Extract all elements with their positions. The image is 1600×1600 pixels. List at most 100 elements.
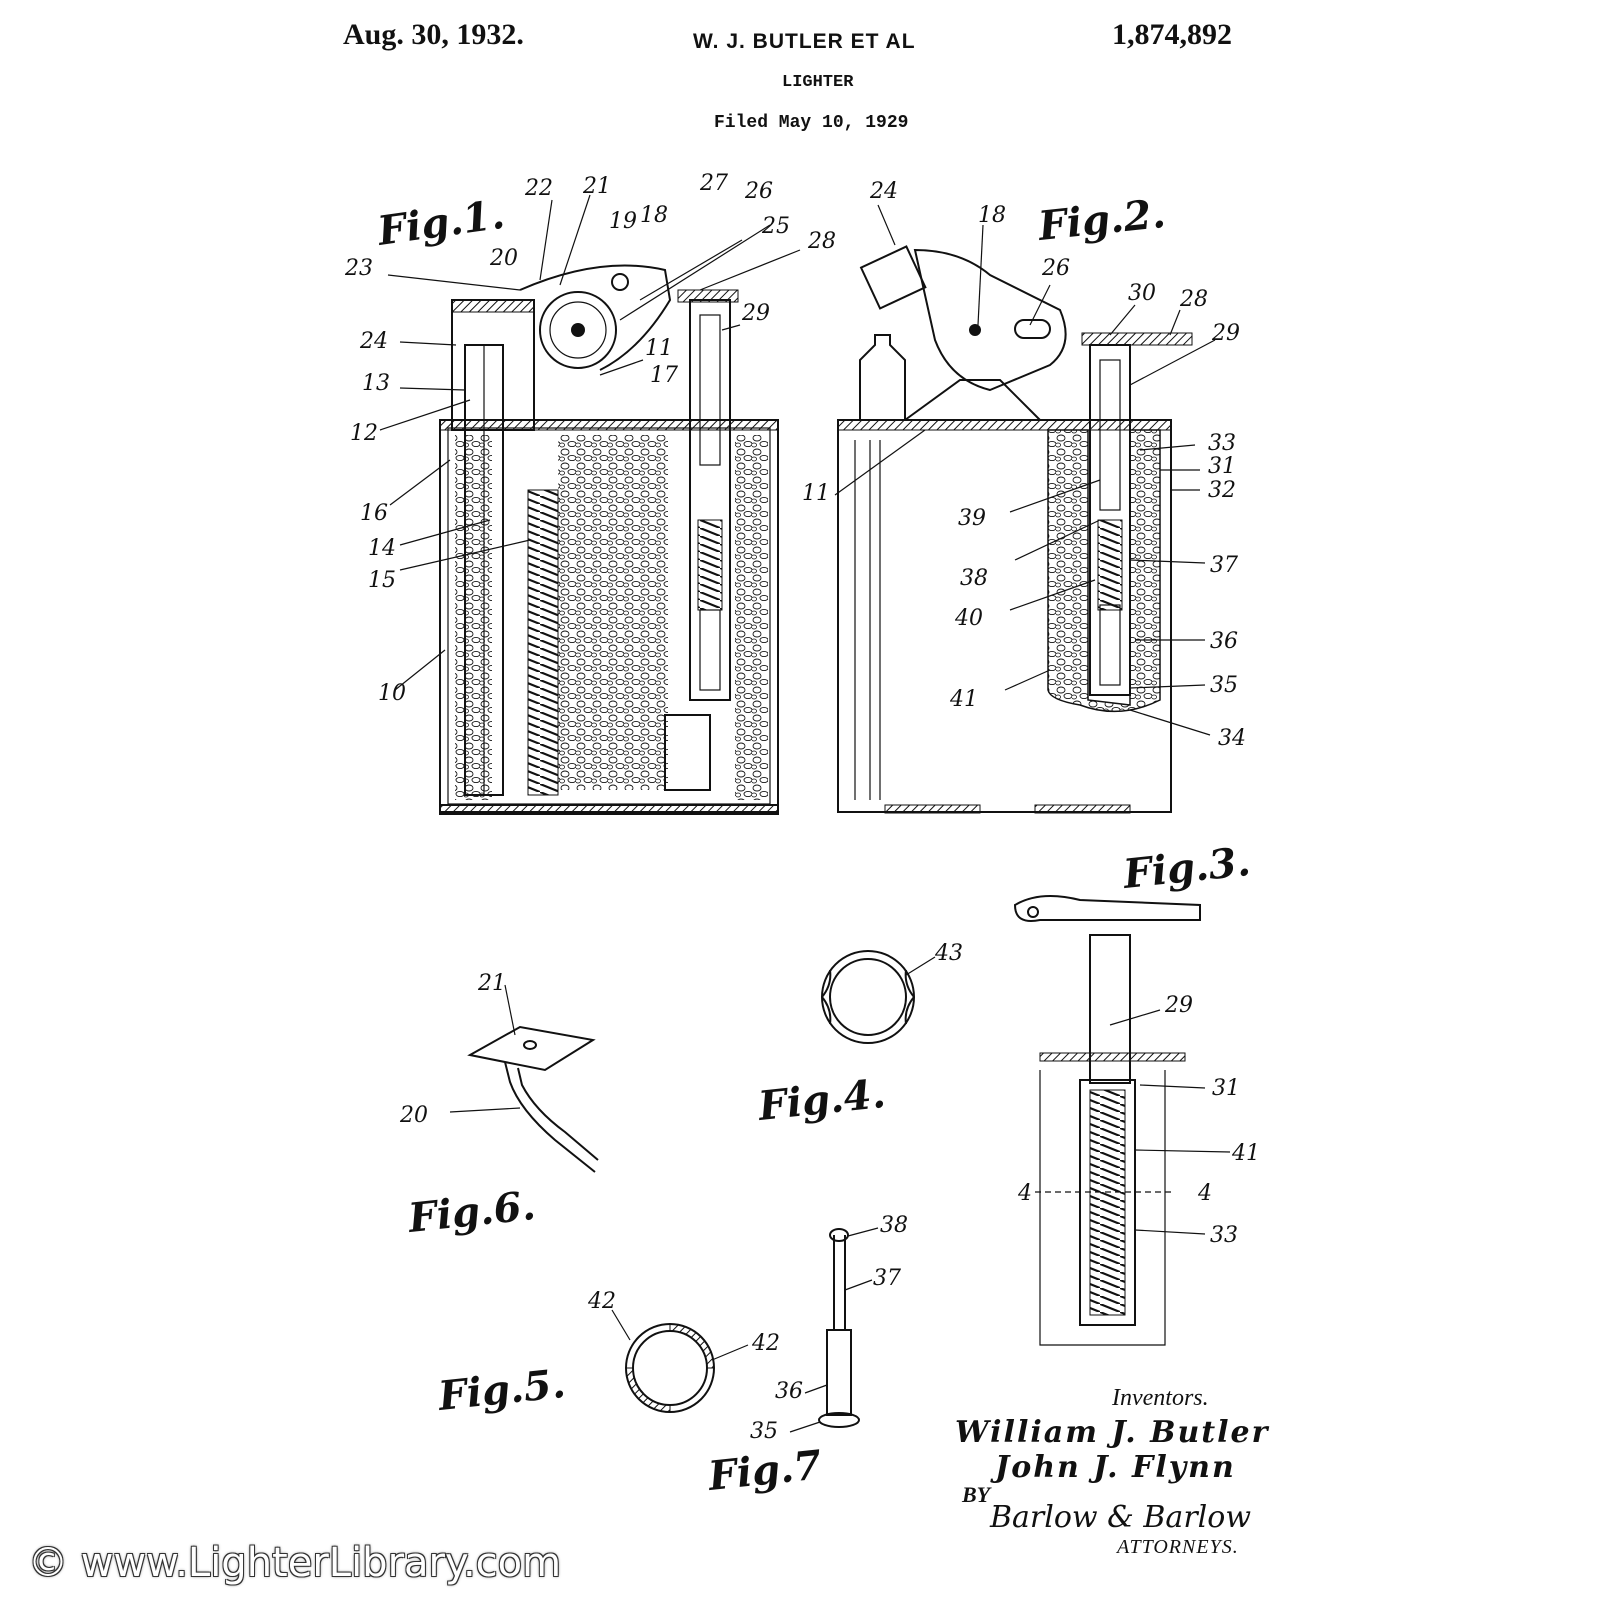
watermark: © www.LighterLibrary.com bbox=[28, 1540, 562, 1586]
svg-text:29: 29 bbox=[741, 301, 770, 326]
fig2-refs: 24 18 26 30 28 29 33 31 32 11 39 38 37 4… bbox=[802, 179, 1246, 751]
svg-text:37: 37 bbox=[873, 1266, 901, 1291]
fig4-clip-tabs bbox=[821, 969, 915, 1025]
svg-text:18: 18 bbox=[978, 203, 1006, 228]
svg-text:13: 13 bbox=[362, 371, 390, 396]
fig1-leaders bbox=[379, 194, 801, 691]
fig3-refs: 29 31 41 4 4 33 bbox=[1017, 993, 1260, 1248]
fig1-pump-cylinder bbox=[689, 299, 731, 701]
svg-text:12: 12 bbox=[350, 421, 378, 446]
fig4-leader bbox=[905, 956, 936, 976]
inventor-name-1: William J. Butler bbox=[955, 1415, 1270, 1450]
svg-text:24: 24 bbox=[359, 329, 388, 354]
fig6-hole bbox=[523, 1040, 537, 1050]
fig2-case bbox=[837, 419, 1172, 813]
fig5-ref-a: 42 bbox=[587, 1289, 616, 1314]
svg-text:15: 15 bbox=[368, 568, 396, 593]
svg-text:22: 22 bbox=[524, 176, 553, 201]
fig1-packing-center bbox=[558, 435, 668, 790]
fig2-pivot bbox=[969, 324, 981, 336]
fig3-handle bbox=[1013, 895, 1201, 922]
fig5-hatch-b bbox=[625, 1367, 671, 1413]
fig1-base bbox=[439, 804, 779, 815]
svg-text:33: 33 bbox=[1208, 431, 1236, 456]
fig3-handle-hole bbox=[1027, 906, 1039, 918]
fig6-spring-leg bbox=[504, 1061, 596, 1173]
patent-title: LIGHTER bbox=[782, 73, 854, 92]
fig3-label: Fig.3. bbox=[1120, 838, 1252, 898]
patent-date: Aug. 30, 1932. bbox=[343, 18, 524, 51]
fig2-packing-cutaway bbox=[1047, 429, 1161, 713]
fig2-leaders bbox=[834, 204, 1216, 736]
svg-text:25: 25 bbox=[761, 214, 790, 239]
fig1-flint-wheel bbox=[539, 291, 617, 369]
fig1-top-plate bbox=[439, 419, 779, 431]
svg-text:10: 10 bbox=[378, 681, 406, 706]
fig7-stem bbox=[826, 1329, 852, 1416]
svg-text:17: 17 bbox=[650, 363, 678, 388]
svg-text:39: 39 bbox=[958, 506, 986, 531]
fig3-plate bbox=[1039, 1052, 1186, 1062]
figure-1: Fig.1. bbox=[344, 171, 836, 815]
attorneys-label: ATTORNEYS. bbox=[1117, 1536, 1239, 1558]
fig2-shading bbox=[854, 440, 881, 800]
fig1-lever bbox=[519, 264, 672, 371]
svg-text:26: 26 bbox=[1041, 256, 1070, 281]
patent-number: 1,874,892 bbox=[1112, 18, 1232, 51]
figure-2: Fig.2. bbox=[802, 179, 1246, 814]
fig3-plunger-rod bbox=[1089, 934, 1131, 1084]
fig2-slot bbox=[1014, 319, 1051, 339]
svg-text:28: 28 bbox=[807, 229, 836, 254]
fig5-leader-a bbox=[611, 1309, 631, 1341]
fig5-label: Fig.5. bbox=[435, 1360, 567, 1420]
fig1-wheel-inner bbox=[549, 301, 607, 359]
fig4-outer-ring bbox=[821, 950, 915, 1044]
fig7-wire bbox=[833, 1235, 846, 1330]
svg-text:40: 40 bbox=[954, 606, 983, 631]
svg-text:29: 29 bbox=[1164, 993, 1193, 1018]
svg-text:16: 16 bbox=[360, 501, 388, 526]
svg-text:19: 19 bbox=[609, 209, 637, 234]
fig1-lever-pivot bbox=[611, 273, 629, 291]
fig6-leader-20 bbox=[449, 1107, 521, 1113]
svg-text:23: 23 bbox=[344, 256, 373, 281]
filed-date: Filed May 10, 1929 bbox=[714, 113, 909, 133]
svg-text:4: 4 bbox=[1017, 1181, 1032, 1206]
fig5-ref-b: 42 bbox=[751, 1331, 780, 1356]
fig7-base bbox=[818, 1412, 860, 1428]
fig4-inner-ring bbox=[829, 958, 907, 1036]
fig3-leaders bbox=[1109, 1009, 1231, 1235]
svg-text:36: 36 bbox=[775, 1379, 803, 1404]
fig1-chimney-cap bbox=[451, 299, 535, 313]
svg-text:24: 24 bbox=[869, 179, 898, 204]
fig2-top-plate bbox=[837, 419, 1172, 431]
svg-text:18: 18 bbox=[640, 203, 668, 228]
fig7-loop bbox=[829, 1228, 849, 1242]
svg-text:30: 30 bbox=[1128, 281, 1156, 306]
patent-inventors-header: W. J. BUTLER ET AL bbox=[693, 30, 916, 53]
svg-text:37: 37 bbox=[1210, 553, 1238, 578]
fig2-pump-plunger bbox=[1099, 359, 1121, 511]
fig1-pump-rod bbox=[699, 609, 721, 691]
figure-4: 43 Fig.4. bbox=[755, 941, 963, 1130]
fig7-leaders bbox=[789, 1227, 879, 1433]
fig3-well bbox=[1039, 1070, 1166, 1346]
fig6-ref-20: 20 bbox=[399, 1103, 428, 1128]
svg-text:29: 29 bbox=[1211, 321, 1240, 346]
figure-3: Fig.3. 29 31 41 4 4 33 bbox=[1013, 838, 1260, 1346]
fig2-wheel-guard bbox=[904, 379, 1041, 421]
svg-text:26: 26 bbox=[744, 179, 773, 204]
fig1-pump-spring bbox=[697, 519, 723, 611]
inventor-name-2: John J. Flynn bbox=[995, 1450, 1236, 1485]
svg-text:31: 31 bbox=[1212, 1076, 1240, 1101]
figure-6: 21 20 Fig.6. bbox=[399, 971, 599, 1242]
fig1-wheel-axle bbox=[571, 323, 585, 337]
fig7-label: Fig.7 bbox=[705, 1441, 824, 1500]
fig6-ref-21: 21 bbox=[477, 971, 506, 996]
svg-text:27: 27 bbox=[699, 171, 728, 196]
svg-text:36: 36 bbox=[1210, 629, 1238, 654]
fig4-label: Fig.4. bbox=[755, 1070, 887, 1130]
fig4-ref: 43 bbox=[934, 941, 963, 966]
by-label: BY bbox=[962, 1482, 991, 1507]
